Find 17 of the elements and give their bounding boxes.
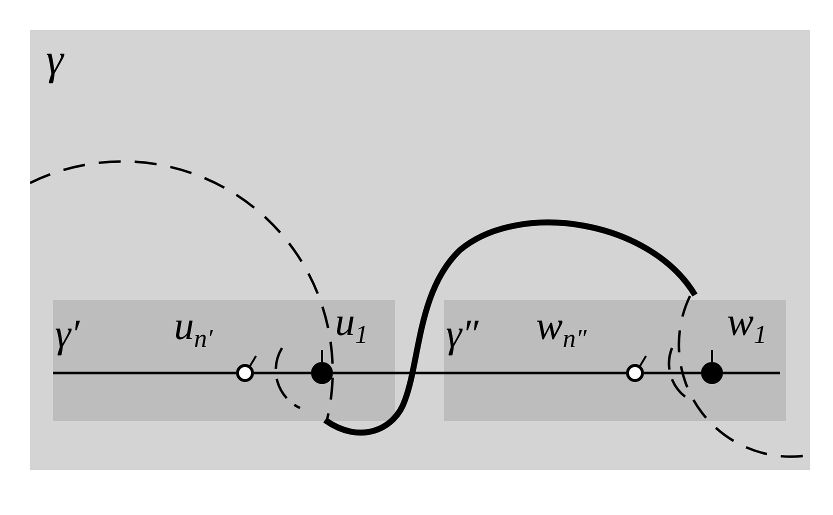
point-label: w$_{n″}$ xyxy=(536,306,587,352)
open-point xyxy=(626,364,644,382)
point-label: u$_{1}$ xyxy=(335,302,368,348)
inner-region xyxy=(53,300,395,421)
connecting-line xyxy=(333,372,626,374)
connecting-line xyxy=(644,372,701,374)
region-label: γ′ xyxy=(55,314,80,354)
region-label: γ xyxy=(46,38,64,82)
point-label: u$_{n′}$ xyxy=(174,306,213,352)
inner-region xyxy=(444,300,786,421)
filled-point xyxy=(701,362,723,384)
open-point xyxy=(236,364,254,382)
filled-point xyxy=(311,362,333,384)
outer-region xyxy=(30,30,810,470)
region-label: γ″ xyxy=(446,314,478,354)
connecting-line xyxy=(254,372,311,374)
point-label: w$_{1}$ xyxy=(727,302,767,348)
